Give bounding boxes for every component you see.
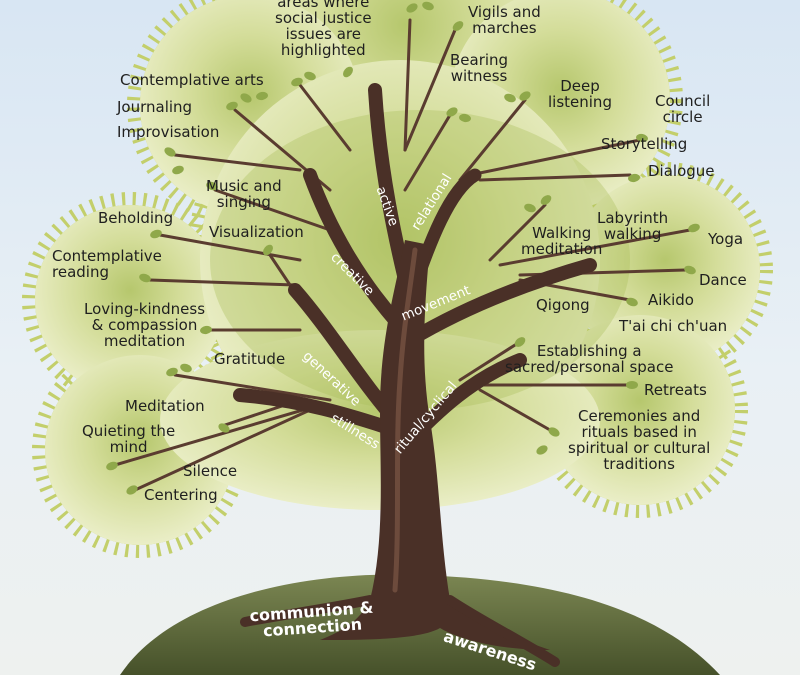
label-quieting-the-mind: Quieting the mind [82,422,176,456]
label-retreats: Retreats [644,381,707,399]
label-dialogue: Dialogue [648,162,715,180]
label-contemplative-reading: Contemplative reading [52,247,162,281]
label-visualization: Visualization [209,223,304,241]
label-deep-listening: Deep listening [548,77,612,111]
label-vigils-and-marches: Vigils and marches [468,3,541,37]
label-gratitude: Gratitude [214,350,286,368]
label-beholding: Beholding [98,209,174,227]
label-loving-kindness: Loving-kindness & compassion meditation [84,300,206,350]
canopy [35,0,760,545]
label-contemplative-arts: Contemplative arts [120,71,264,89]
label-ceremonies: Ceremonies and rituals based in spiritua… [568,407,711,473]
trunk [320,240,550,650]
twigs [113,18,692,492]
roots [240,595,560,667]
label-taichi: T'ai chi ch'uan [619,317,728,335]
label-meditation: Meditation [125,397,205,415]
label-social-justice: areas where social justice issues are hi… [275,0,372,59]
label-journaling: Journaling [117,98,193,116]
label-improvisation: Improvisation [117,123,220,141]
trunk-highlight [392,247,418,593]
label-silence: Silence [183,462,238,480]
label-walking-meditation: Walking meditation [521,224,603,258]
label-bearing-witness: Bearing witness [450,51,509,85]
label-storytelling: Storytelling [601,135,688,153]
label-aikido: Aikido [648,291,694,309]
label-yoga: Yoga [708,230,744,248]
label-qigong: Qigong [536,296,590,314]
label-labyrinth-walking: Labyrinth walking [597,209,669,243]
label-music-and-singing: Music and singing [206,177,282,211]
label-council-circle: Council circle [655,92,711,126]
label-sacred-space: Establishing a sacred/personal space [505,342,674,376]
label-centering: Centering [144,486,218,504]
label-dance: Dance [699,271,747,289]
leaves [106,1,700,495]
